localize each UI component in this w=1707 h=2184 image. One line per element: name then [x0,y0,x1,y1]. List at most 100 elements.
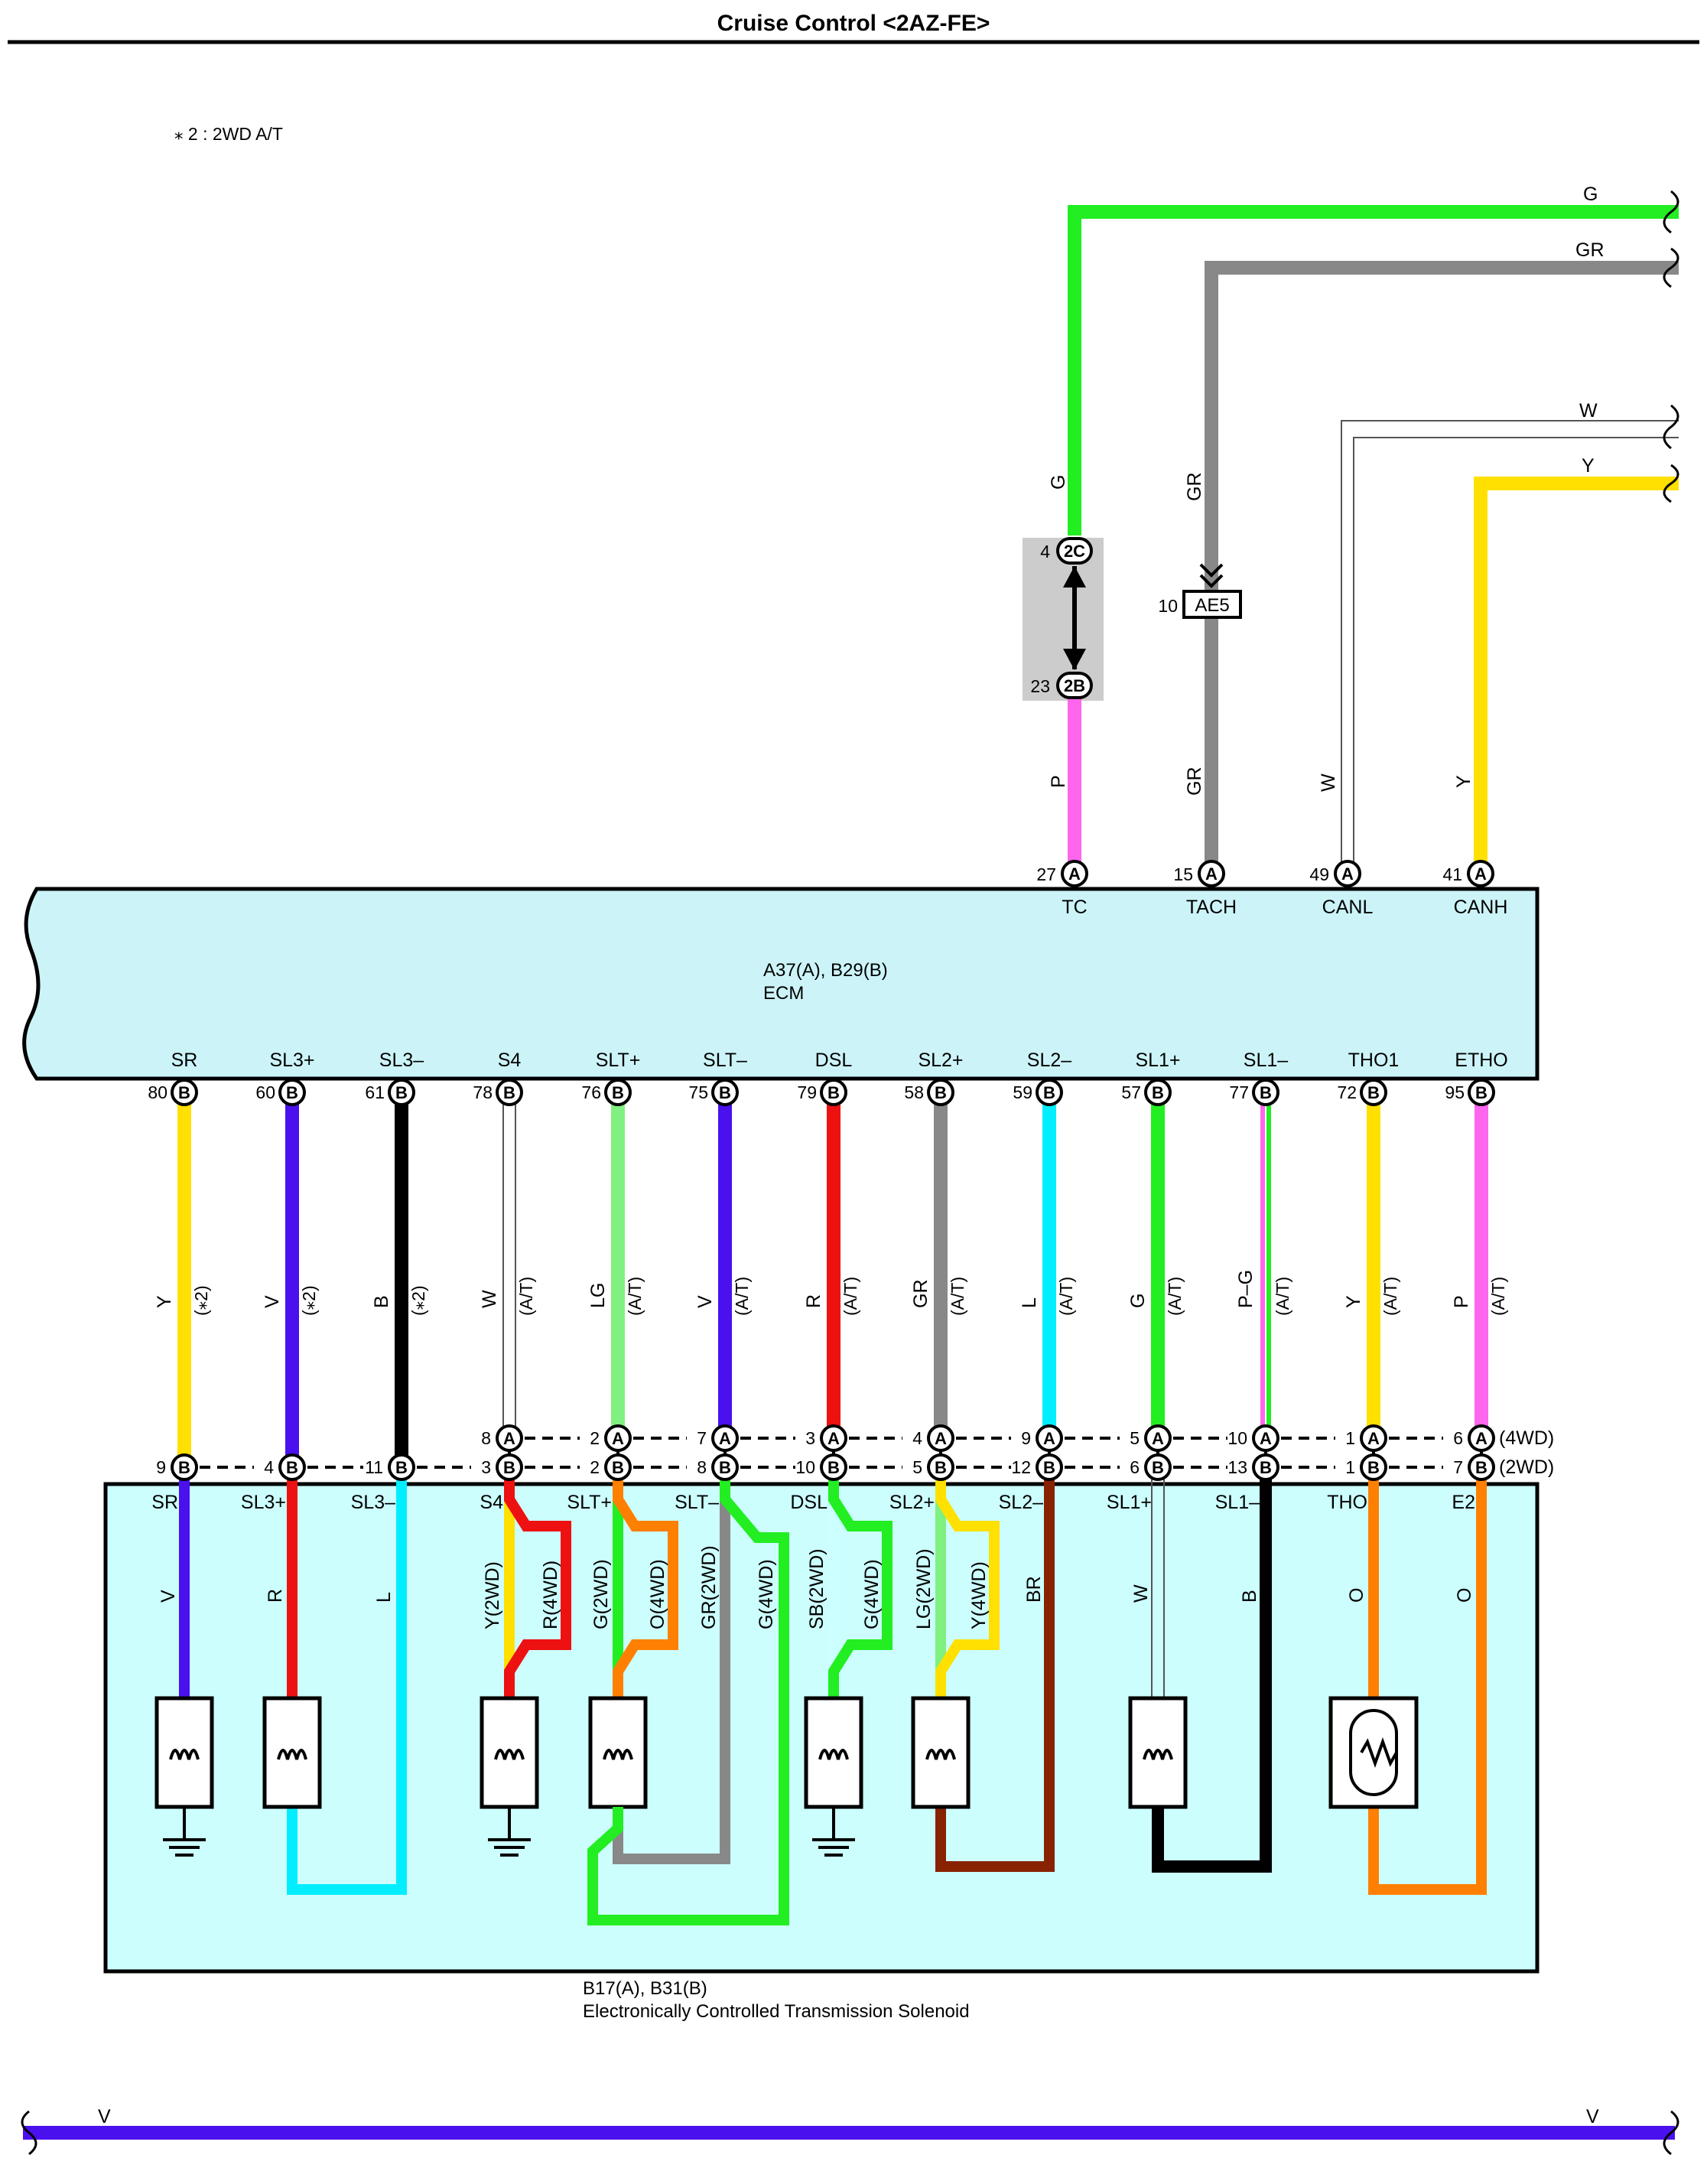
ecm-lower-name-term-3: S4 [498,1050,522,1071]
ecm-wire-color-term-5: V [694,1295,716,1308]
ecm-lower-name-term-4: SLT+ [596,1050,641,1071]
row-a-label: (4WD) [1499,1427,1554,1449]
sol-a-pin-term-7: 4 [912,1428,922,1448]
sol-b-terminal-term-4-circle [604,1453,632,1481]
page-title: Cruise Control <2AZ-FE> [717,11,990,36]
connector-ae5-pin: 10 [1158,596,1178,616]
coil-sl1 [1128,1696,1188,1809]
sol-wire-label-sltm-2wd: GR(2WD) [698,1545,720,1629]
sol-a-terminal-term-6-circle [820,1424,847,1452]
ecm-lower-terminal-term-10-letter: B [1260,1083,1272,1102]
connector-rows: B9SRB4SL3+B11SL3–A8B3S4A2B2SLT+A7B8SLT–A… [151,1424,1554,1513]
ecm-upper-pin-canl: 49 [1309,864,1329,884]
sol-a-terminal-term-3-circle [496,1424,523,1452]
sol-b-pin-term-1: 4 [264,1457,274,1477]
bottom-wire-label-left: V [98,2106,111,2127]
coil-slt-winding [603,1749,633,1760]
ecm-lower-terminal-term-6-letter: B [827,1083,840,1102]
top-wire-label-w: W [1579,400,1598,422]
sol-a-terminal-term-11-circle [1360,1424,1387,1452]
sol-wire-label-sl2p-4wd: Y(4WD) [968,1561,990,1629]
sol-b-terminal-term-1-letter: B [286,1458,298,1477]
solenoid-name: Electronically Controlled Transmission S… [583,2001,970,2022]
ecm-lower-pin-term-8: 59 [1013,1082,1032,1102]
ecm-lower-terminal-term-7-letter: B [935,1083,947,1102]
ecm-lower-name-term-1: SL3+ [269,1050,314,1071]
sol-b-terminal-term-6-letter: B [827,1458,840,1477]
junction-2c-pin: 4 [1040,542,1050,561]
ecm-lower-pin-term-9: 57 [1121,1082,1141,1102]
bottom-break-left [21,2110,37,2156]
sol-name-term-10: SL1– [1215,1492,1260,1513]
ecm-upper-terminal-canl-letter: A [1341,864,1354,884]
ecm-upper-terminal-canh-circle [1467,860,1494,887]
ecm-upper-name-tc: TC [1062,897,1087,918]
ecm-lower-name-term-10: SL1– [1244,1050,1288,1071]
break-mark-gr [1663,247,1679,288]
sol-a-terminal-term-12-letter: A [1475,1429,1488,1448]
ecm-lower-pin-term-4: 76 [581,1082,601,1102]
coil-sr-winding [169,1749,200,1760]
ecm-wire-note-term-1: (⁎2) [299,1285,319,1316]
wire-w-top [1341,420,1679,872]
sol-wire-label-sr: V [158,1590,179,1603]
bottom-break-right [1663,2110,1679,2156]
sol-name-term-11: THO [1327,1492,1367,1513]
ecm-wire-note-term-10: (A/T) [1273,1277,1292,1316]
wire-w-top-2 [1353,437,1679,872]
ecm-lower-pin-term-1: 60 [255,1082,275,1102]
sol-name-term-6: DSL [790,1492,827,1513]
sol-wire-sl2p-4wd [935,1479,1000,1698]
ecm-lower-terminal-term-5-letter: B [719,1083,731,1102]
sol-a-terminal-term-10-letter: A [1260,1429,1272,1448]
ecm-wire-note-term-8: (A/T) [1056,1277,1076,1316]
sol-wire-label-tho: O [1346,1588,1367,1603]
sol-b-terminal-term-6-circle [820,1453,847,1481]
ecm-wire-color-term-10: P–G [1235,1270,1257,1308]
junction-2c-label: 2C [1064,542,1085,561]
sol-a-pin-term-11: 1 [1345,1428,1355,1448]
ecm-upper-name-canl: CANL [1322,897,1374,918]
coil-sl3-winding [277,1749,307,1760]
break-mark-g [1663,190,1679,234]
ecm-name: ECM [763,983,804,1004]
ecm-lower-name-term-11: THO1 [1348,1050,1400,1071]
sol-a-pin-term-9: 5 [1130,1428,1140,1448]
ecm-lower-pin-term-12: 95 [1445,1082,1465,1102]
sol-a-pin-term-6: 3 [805,1428,815,1448]
ecm-lower-name-term-9: SL1+ [1135,1050,1180,1071]
ecm-upper-pin-canh: 41 [1442,864,1462,884]
sol-a-terminal-term-8-letter: A [1043,1429,1055,1448]
sol-a-pin-term-12: 6 [1453,1428,1463,1448]
sol-name-term-8: SL2– [999,1492,1043,1513]
sol-name-term-9: SL1+ [1107,1492,1152,1513]
row-b-label: (2WD) [1499,1457,1554,1478]
sol-a-terminal-term-5-circle [711,1424,739,1452]
sol-b-pin-term-10: 13 [1227,1457,1247,1477]
ecm-lower-pin-term-0: 80 [148,1082,167,1102]
sol-name-term-2: SL3– [351,1492,395,1513]
ecm-code: A37(A), B29(B) [763,960,888,981]
ecm-wire-color-term-0: Y [154,1295,175,1308]
ecm-wire-note-term-4: (A/T) [625,1277,645,1316]
ecm-wire-note-term-7: (A/T) [948,1277,967,1316]
coil-sr [154,1696,214,1809]
sol-b-terminal-term-8-circle [1036,1453,1063,1481]
sol-b-pin-term-4: 2 [590,1457,600,1477]
ecm-wire-color-term-3: W [479,1290,500,1308]
ecm-wire-note-term-5: (A/T) [732,1277,752,1316]
sol-wire-label-e2: O [1454,1588,1475,1603]
sol-wire-label-sl3m: L [373,1592,395,1603]
break-mark-w [1663,404,1679,450]
ecm-wire-note-term-3: (A/T) [516,1277,536,1316]
sol-b-terminal-term-8-letter: B [1043,1458,1055,1477]
sol-b-pin-term-5: 8 [697,1457,707,1477]
ecm-lower-name-term-12: ETHO [1455,1050,1507,1071]
ecm-wire-color-term-12: P [1451,1295,1472,1308]
sol-a-terminal-term-5-letter: A [719,1429,731,1448]
ecm-wire-note-term-12: (A/T) [1488,1277,1508,1316]
ecm-upper-pin-tach: 15 [1173,864,1193,884]
ecm-upper-terminal-tach-letter: A [1205,864,1218,884]
